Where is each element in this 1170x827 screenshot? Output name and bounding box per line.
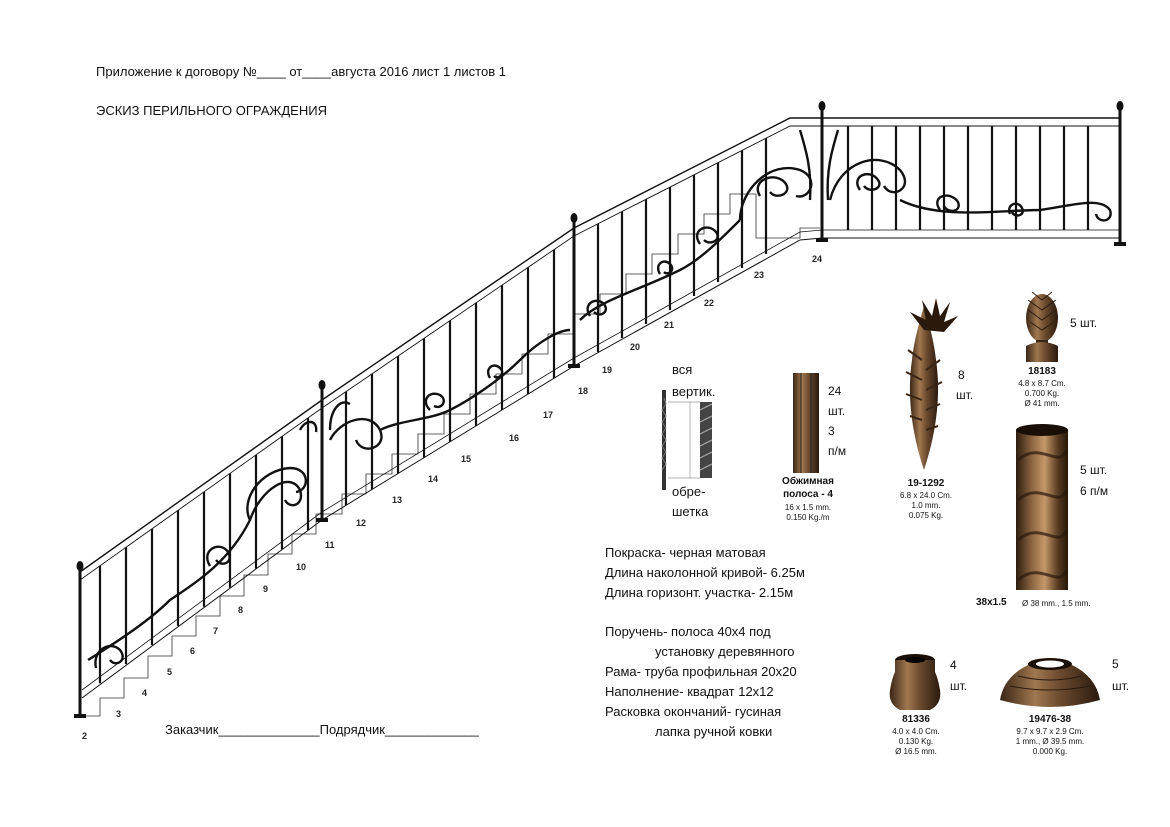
strip-qty-1: 24 [828,384,842,398]
step-number: 12 [356,518,367,528]
collar-spec-2: 0.130 Kg. [898,737,934,746]
step-number: 13 [392,495,403,505]
finial-spec-1: 4.8 x 8.7 Cm. [1018,379,1066,388]
step-number: 7 [213,626,219,636]
step-number: 16 [509,433,520,443]
posts [78,108,1122,716]
step-number: 22 [704,298,715,308]
step-number: 24 [812,254,823,264]
step-number: 17 [543,410,554,420]
base-qty-2: шт. [1112,679,1130,693]
finial-spec-2: 0.700 Kg. [1024,389,1060,398]
finial-qty: 5 шт. [1070,316,1098,330]
base-spec-2: 1 mm., Ø 39.5 mm. [1015,737,1085,746]
strip-qty-4: п/м [828,444,847,458]
base-code: 19476-38 [1028,714,1072,725]
base-spec-3: 0.000 Kg. [1032,747,1068,756]
scroll-ornaments [87,129,1112,669]
baluster-note-top1: вся [672,362,693,377]
spec-incline-length: Длина наколонной кривой- 6.25м [605,565,805,580]
signature-line: Заказчик______________Подрядчик_________… [165,722,479,737]
handrail [79,117,1120,573]
step-number: 5 [167,667,173,677]
collar-qty-2: шт. [950,679,968,693]
strip-spec-2: 0.150 Kg./m [786,513,830,522]
collar-spec-1: 4.0 x 4.0 Cm. [892,727,940,736]
stair-profile [80,193,820,717]
step-number: 2 [82,731,88,741]
spec-frame: Рама- труба профильная 20х20 [605,664,797,679]
spec-ends-cont: лапка ручной ковки [655,724,773,739]
spec-ends: Расковка окончаний- гусиная [605,704,782,719]
strip-qty-2: шт. [828,404,846,418]
step-number: 6 [190,646,196,656]
base-qty-1: 5 [1112,657,1119,671]
spec-filling: Наполнение- квадрат 12х12 [605,684,774,699]
bottom-frame [81,237,1120,699]
step-number: 11 [325,540,335,550]
step-number: 4 [142,688,148,698]
sketch-title: ЭСКИЗ ПЕРИЛЬНОГО ОГРАЖДЕНИЯ [96,103,327,118]
finial-code: 18183 [1028,366,1056,377]
spec-horizontal-length: Длина горизонт. участка- 2.15м [605,585,794,600]
step-number: 14 [428,474,439,484]
collar-code: 81336 [902,714,930,725]
step-number: 9 [263,584,269,594]
spec-handrail: Поручень- полоса 40х4 под [605,624,771,639]
step-number: 23 [754,270,765,280]
post-feet [74,238,1126,718]
leaf-spec-3: 0.075 Kg. [908,511,944,520]
baluster-note-bottom2: шетка [672,504,709,519]
base-spec-1: 9.7 x 9.7 x 2.9 Cm. [1016,727,1084,736]
baluster-note-bottom1: обре- [672,484,706,499]
spec-paint: Покраска- черная матовая [605,545,766,560]
leaf-code: 19-1292 [907,478,945,489]
finial-spec-3: Ø 41 mm. [1024,399,1060,408]
step-number: 21 [664,320,675,330]
step-number: 18 [578,386,589,396]
leaf-qty-1: 8 [958,368,965,382]
strip-qty-3: 3 [828,424,835,438]
spec-handrail-cont: установку деревянного [655,644,795,659]
pipe-code: 38x1.5 [976,597,1007,608]
strip-name-1: Обжимная [782,476,834,487]
step-number: 10 [296,562,307,572]
step-number: 20 [630,342,641,352]
post-finials [76,101,1124,571]
leaf-spec-2: 1.0 mm. [911,501,941,510]
pipe-spec: Ø 38 mm., 1.5 mm. [1022,599,1091,608]
collar-qty-1: 4 [950,658,957,672]
leaf-spec-1: 6.8 x 24.0 Cm. [899,491,953,500]
pipe-qty-1: 5 шт. [1080,463,1108,477]
collar-spec-3: Ø 16.5 mm. [895,747,937,756]
step-number: 15 [461,454,472,464]
contract-header: Приложение к договору №____ от____август… [96,64,506,79]
pipe-qty-2: 6 п/м [1080,484,1109,498]
baluster-note-top2: вертик. [672,384,716,399]
leaf-qty-2: шт. [956,388,974,402]
step-number: 3 [116,709,122,719]
step-number: 19 [602,365,613,375]
step-number: 8 [238,605,244,615]
strip-spec-1: 16 x 1.5 mm. [784,503,832,512]
strip-name-2: полоса - 4 [783,489,833,500]
